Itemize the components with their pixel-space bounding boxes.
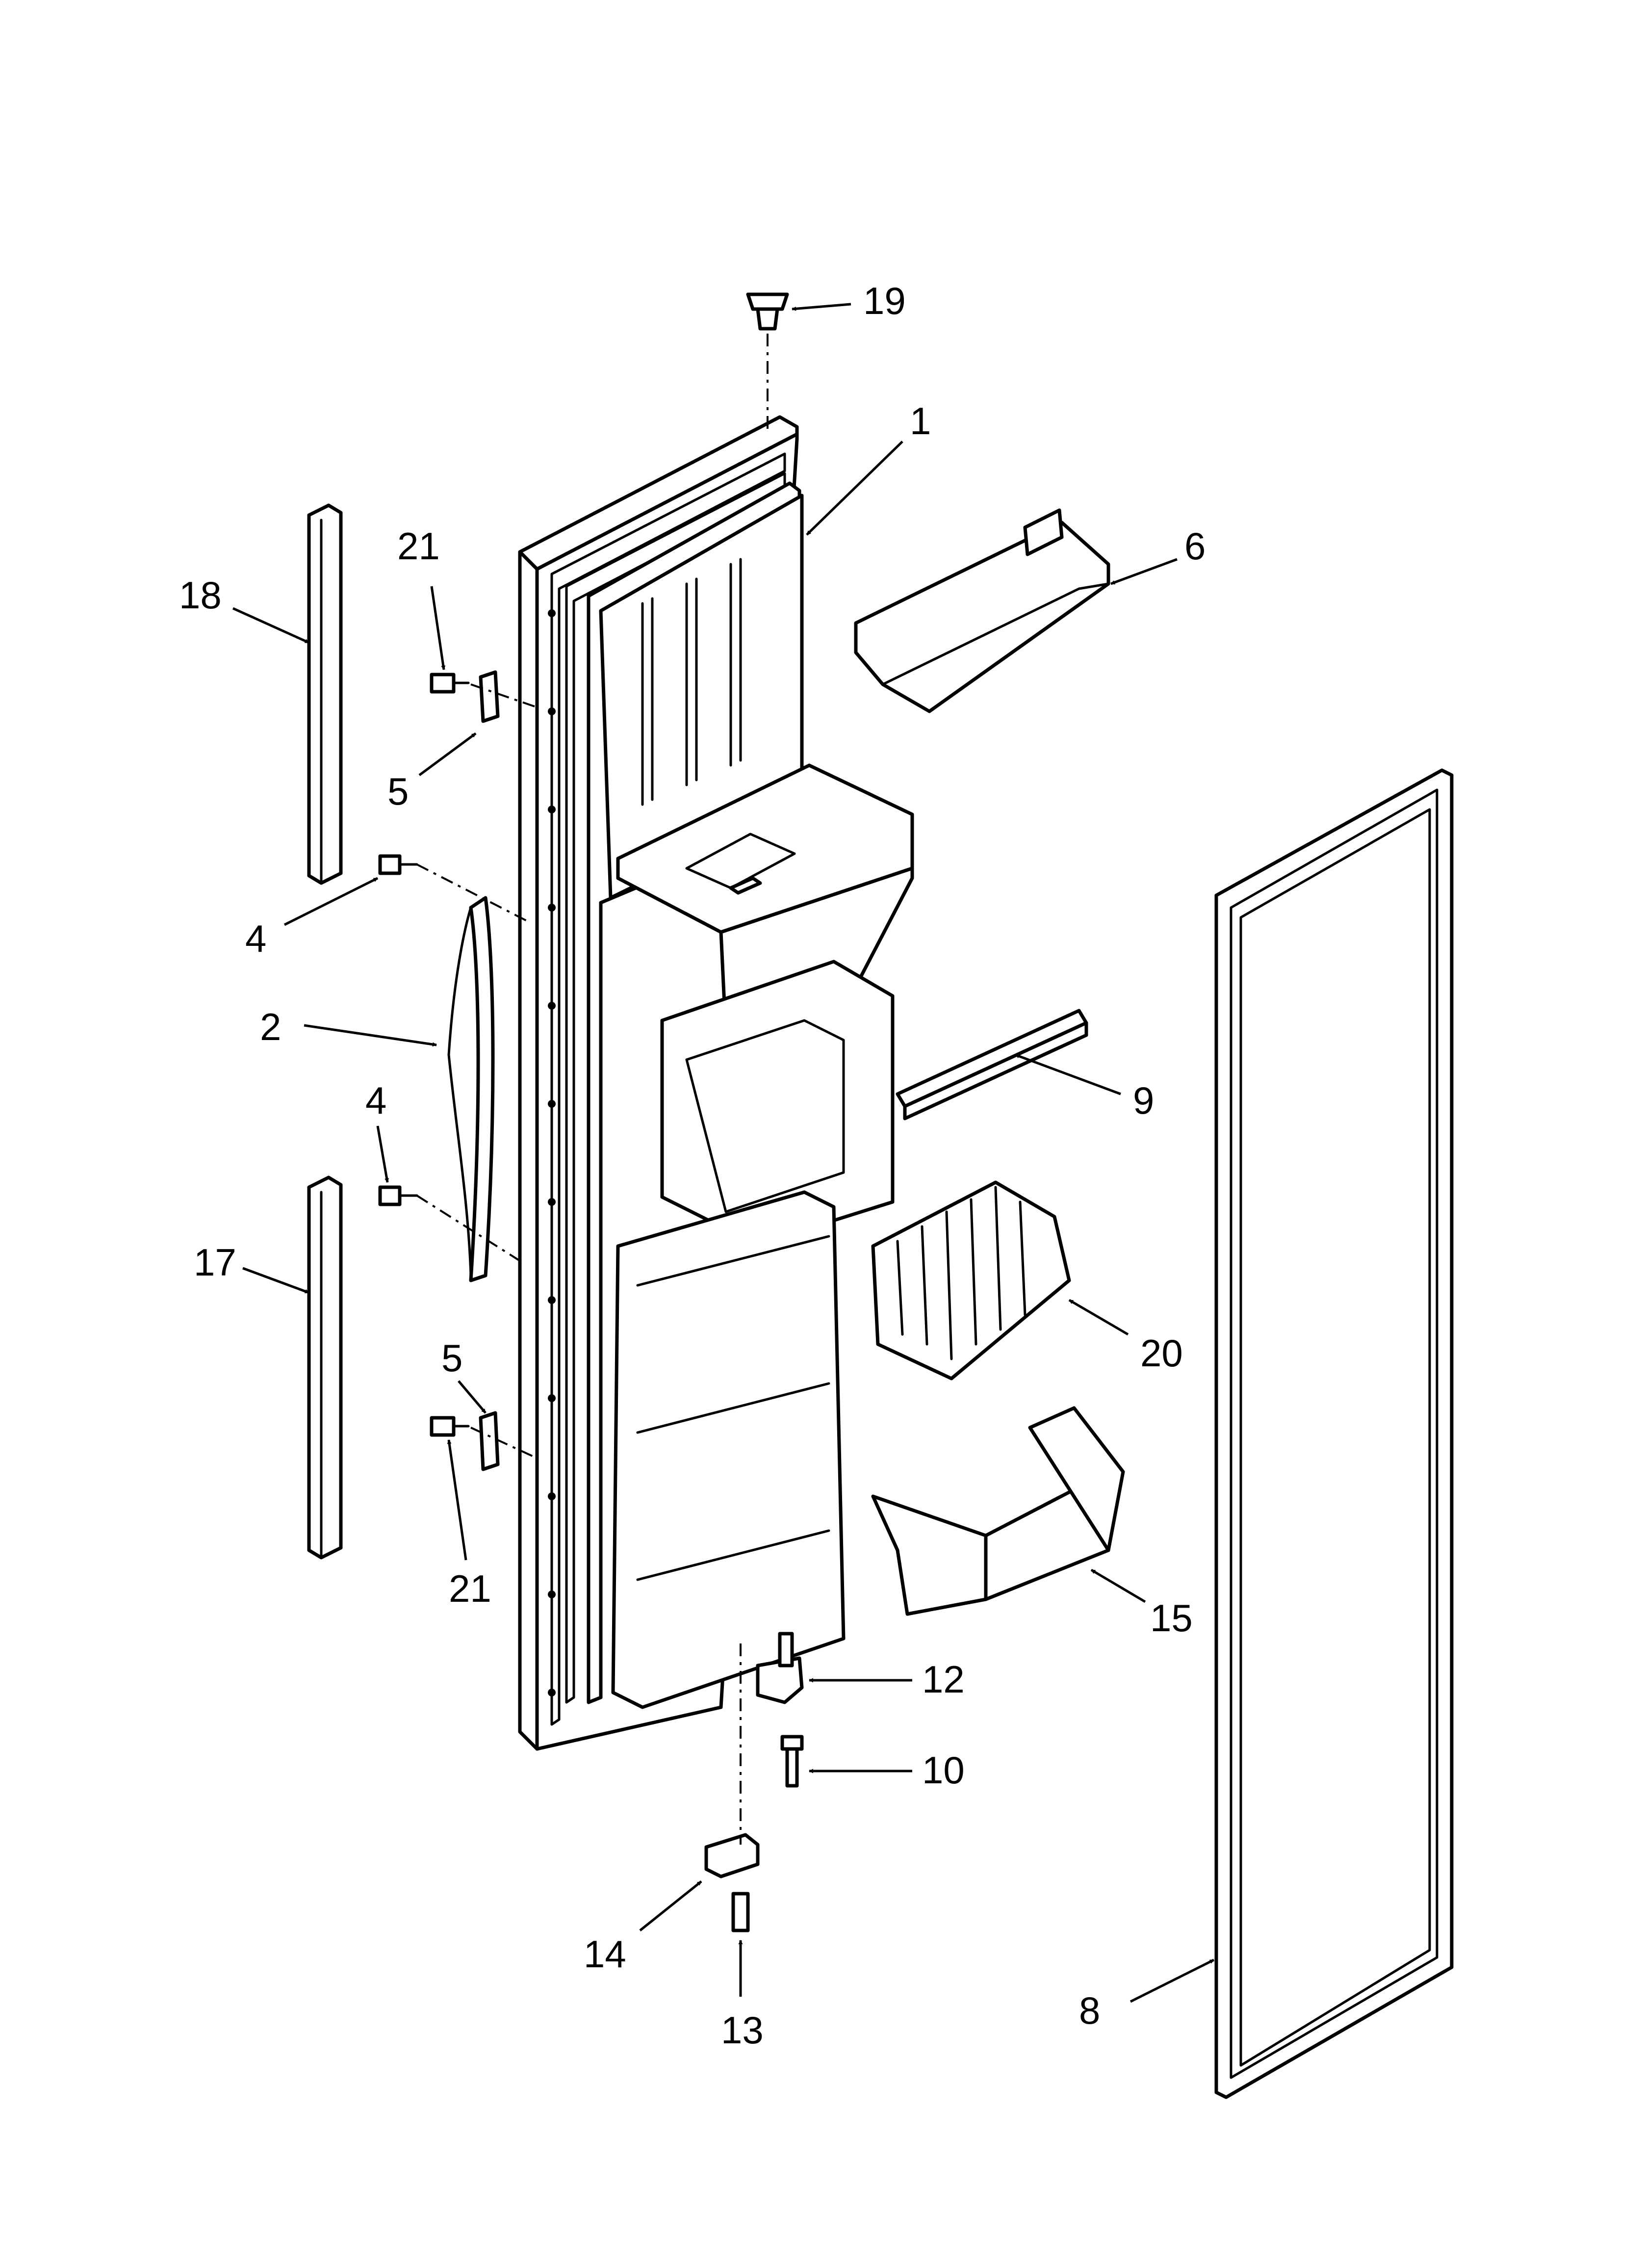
part-screw-21-lower [430,1416,470,1437]
callout-18: 18 [179,574,222,617]
callout-19: 19 [863,279,906,322]
leader-1 [806,441,903,536]
callout-8: 8 [1079,1989,1100,2032]
callout-14: 14 [584,1932,626,1976]
part-bracket-5-upper [479,670,500,723]
leader-19 [792,303,851,311]
part-plug [746,292,789,331]
callout-5-lower: 5 [441,1336,462,1380]
part-door-gasket [1214,768,1454,2099]
leader-2 [304,1024,437,1047]
leader-5-upper [418,732,477,777]
leader-15 [1090,1568,1146,1603]
leader-4-lower [376,1125,389,1183]
callout-17: 17 [194,1241,236,1284]
callout-4-lower: 4 [365,1079,386,1122]
leader-14 [639,1880,702,1931]
part-wire-basket [871,1180,1071,1381]
callout-2: 2 [260,1005,281,1048]
part-bracket-5-lower [479,1411,500,1471]
leader-5-lower [458,1380,487,1414]
part-screw-4-upper [378,854,418,875]
part-door-bin-lower [871,1406,1125,1616]
leader-9 [1015,1053,1121,1095]
part-screw-10 [780,1735,804,1788]
callout-4-upper: 4 [245,917,266,960]
part-door-panel [518,415,914,1751]
part-screw-21-upper [430,673,470,694]
leader-8 [1129,1958,1215,2003]
part-hinge-12 [756,1632,804,1704]
part-trim-bar [896,1009,1088,1121]
callout-10: 10 [922,1748,965,1792]
callout-21-upper: 21 [397,524,440,568]
callout-6: 6 [1184,524,1206,568]
part-trim-strip-lower [307,1175,343,1560]
assembly-line-upper-handle [416,863,530,923]
callout-1: 1 [910,399,931,443]
leader-21-upper [430,586,446,670]
part-door-bin-top [854,508,1110,713]
part-handle [447,896,495,1282]
callout-20: 20 [1140,1331,1183,1375]
leader-20 [1068,1299,1129,1336]
leader-21-lower [447,1439,467,1561]
leader-4-upper [283,877,379,926]
leader-17 [242,1267,309,1294]
assembly-line-lower-bracket [470,1427,535,1458]
callout-21-lower: 21 [449,1567,491,1610]
callout-9: 9 [1133,1079,1154,1122]
callout-15: 15 [1150,1596,1193,1640]
part-trim-strip-upper [307,503,343,885]
leader-18 [232,607,310,644]
callout-5-upper: 5 [387,770,409,813]
part-screw-4-lower [378,1185,418,1206]
callout-13: 13 [721,2008,764,2052]
assembly-line-upper-bracket [470,683,535,707]
callout-12: 12 [922,1658,965,1701]
part-screw-13 [731,1892,750,1932]
assembly-line-lower-handle [416,1195,521,1262]
leader-6 [1110,558,1178,585]
part-hinge-14 [704,1833,760,1878]
